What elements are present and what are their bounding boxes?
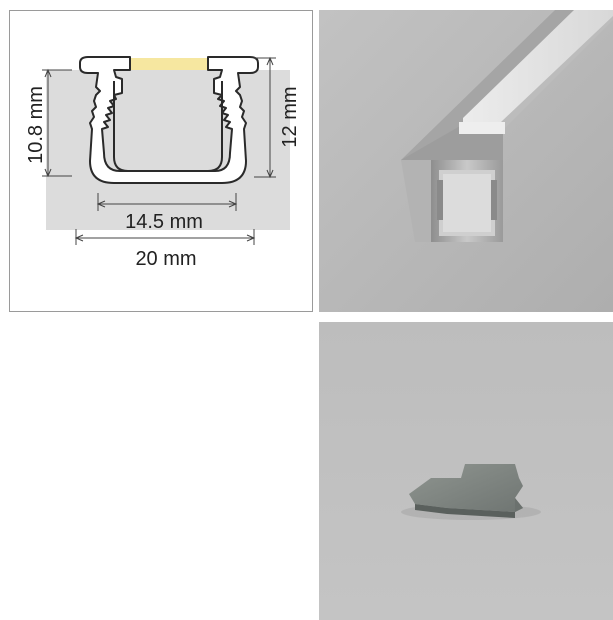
dim-inner-width [96, 193, 238, 211]
dim-inner-height [42, 68, 72, 178]
inner-channel [113, 81, 223, 172]
label-inner-height: 10.8 mm [25, 86, 47, 164]
led-strip [130, 58, 208, 70]
mounting-recess [46, 70, 290, 230]
dim-outer-height [254, 56, 276, 179]
cross-section-drawing: 10.8 mm 12 mm 14.5 mm 20 mm [9, 10, 313, 312]
label-outer-height: 12 mm [279, 86, 301, 147]
end-cap-illustration [319, 322, 613, 620]
dim-outer-width [74, 229, 256, 245]
label-outer-width: 20 mm [135, 248, 196, 270]
label-inner-width: 14.5 mm [125, 211, 203, 233]
profile-diagram: 10.8 mm 12 mm 14.5 mm 20 mm [25, 56, 301, 270]
profile-photo [319, 10, 613, 312]
endcap-photo [319, 322, 613, 620]
aluminium-profile-illustration [319, 10, 613, 312]
